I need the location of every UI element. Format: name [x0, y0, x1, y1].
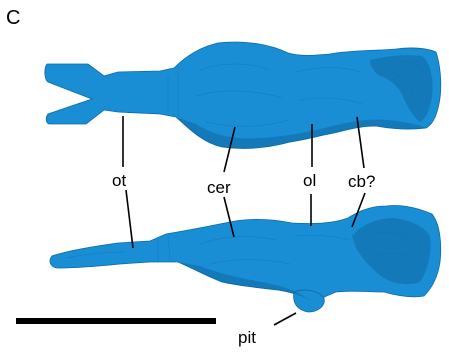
- endocast-dorsal-view: [45, 42, 441, 148]
- label-pit: pit: [238, 328, 256, 347]
- label-ol: ol: [303, 171, 316, 190]
- label-cb: cb?: [348, 172, 375, 191]
- label-ot: ot: [112, 171, 126, 190]
- ot-leader-lower: [126, 190, 133, 248]
- label-cer: cer: [207, 178, 231, 197]
- pit-leader: [274, 313, 296, 325]
- endocast-lateral-view: [50, 205, 441, 312]
- panel-letter: C: [6, 7, 20, 29]
- scale-bar: [16, 318, 216, 324]
